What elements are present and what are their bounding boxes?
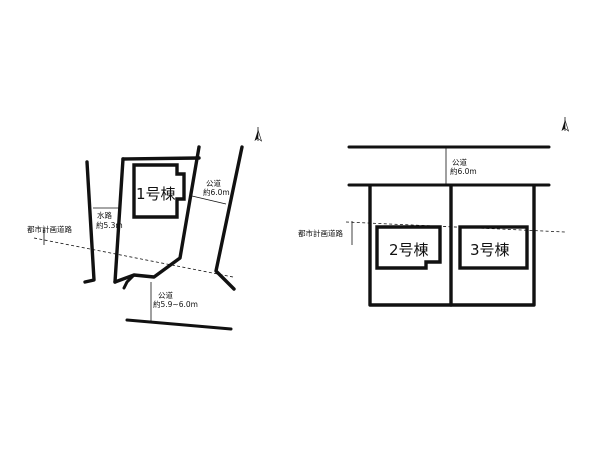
building-3-footprint [458,225,529,270]
north-arrow-left-icon [254,127,263,142]
building-1-footprint [132,163,186,219]
road-top-name: 公道 [452,157,467,167]
road-right-width: 約6.0m [203,187,230,197]
road-right-name: 公道 [206,178,221,188]
city-road-label-left: 都市計画道路 [27,224,72,234]
north-arrow-right-icon [561,117,570,132]
city-road-dashed-line-left [33,237,234,278]
building-3-label: 3号棟 [470,241,510,259]
city-road-dashed-line-right [345,221,566,233]
building-2-label: 2号棟 [389,241,429,259]
waterway-width: 約5.3m [96,220,123,230]
road-top-width: 約6.0m [450,166,477,176]
road-bottom-top-edge [122,273,136,290]
road-right-edge [214,145,244,291]
lot-1-boundary [113,145,201,284]
city-road-label-right: 都市計画道路 [298,228,343,238]
right-plan: 2号棟 3号棟 公道 約6.0m 都市計画道路 [298,117,570,307]
building-2-footprint [375,225,442,270]
lot-1-boundary-west [113,157,125,284]
lot-1-boundary-north [121,156,201,161]
left-plan: 1号棟 水路 約5.3m 公道 約6.0m 公道 約5.9~6.0m 都市計画道… [27,127,263,331]
waterway-left-bank [83,160,96,284]
road-right-dimension-line [191,195,227,205]
road-bottom-name: 公道 [158,290,173,300]
waterway-name: 水路 [97,210,112,220]
road-bottom-width: 約5.9~6.0m [153,299,198,309]
building-1-label: 1号棟 [136,185,176,203]
road-bottom-lower-edge [125,318,233,331]
